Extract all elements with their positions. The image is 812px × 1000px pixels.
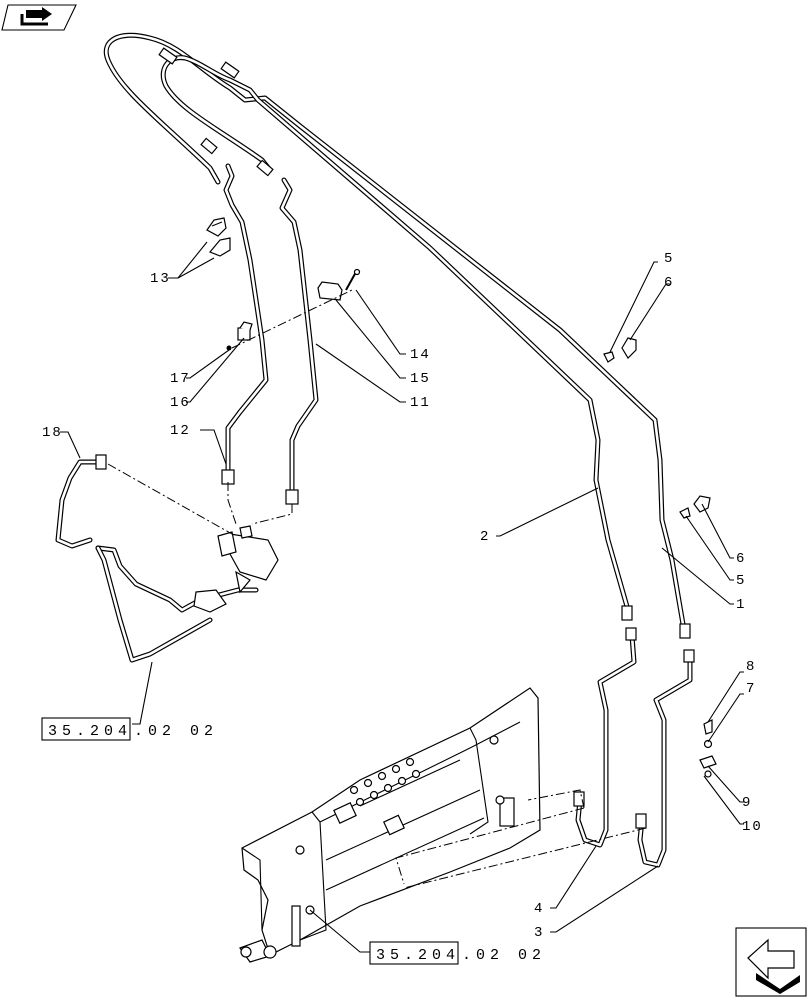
bolt-17 — [226, 345, 232, 351]
callout-7: 7 — [746, 681, 756, 697]
callout-5-lower: 5 — [736, 573, 746, 589]
next-page-arrow-icon[interactable] — [735, 927, 807, 997]
leader-lines — [60, 241, 744, 953]
hose-18 — [55, 454, 107, 549]
callout-11: 11 — [410, 395, 431, 411]
callout-14: 14 — [410, 347, 431, 363]
tube-12 — [221, 163, 269, 485]
callout-1: 1 — [736, 597, 746, 613]
clamp-13 — [206, 217, 231, 257]
reference-bottom[interactable]: 35.204 .02 02 — [369, 941, 546, 965]
tube-11 — [279, 177, 319, 505]
callout-13: 13 — [150, 271, 171, 287]
hose-1 — [103, 32, 687, 633]
reference-bottom-code[interactable]: 35.204 — [376, 947, 460, 964]
hose-2 — [160, 55, 631, 613]
callout-16: 16 — [170, 395, 191, 411]
callout-5-upper: 5 — [664, 251, 674, 267]
callout-12: 12 — [170, 423, 191, 439]
callout-9: 9 — [742, 795, 752, 811]
hose-4 — [573, 627, 637, 848]
reference-bottom-suffix[interactable]: .02 02 — [462, 947, 546, 964]
frame-holes — [349, 757, 421, 807]
fitting-7-8-9-10 — [699, 719, 717, 778]
callout-2: 2 — [480, 529, 490, 545]
hose-3 — [635, 649, 695, 868]
reference-left-code[interactable]: 35.204 — [48, 723, 132, 740]
callout-6-upper: 6 — [664, 275, 674, 291]
callout-18: 18 — [42, 425, 63, 441]
clamp-5-6-upper — [603, 337, 637, 363]
book-arrow-icon[interactable] — [1, 4, 77, 31]
valve-assembly — [95, 525, 279, 663]
quick-attach-frame — [239, 687, 541, 963]
clamp-15 — [317, 281, 343, 301]
clamp-5-6-lower — [679, 495, 711, 519]
hose-fittings-top — [158, 47, 691, 639]
bolt-14 — [345, 268, 361, 291]
reference-left-suffix[interactable]: .02 02 — [134, 723, 218, 740]
reference-left[interactable]: 35.204 .02 02 — [41, 717, 218, 741]
clamp-16 — [237, 321, 253, 341]
callout-labels: 13 14 15 11 17 16 12 18 5 6 2 6 5 1 8 7 … — [42, 251, 763, 941]
callout-17: 17 — [170, 371, 191, 387]
callout-8: 8 — [746, 659, 756, 675]
callout-3: 3 — [534, 925, 544, 941]
assembly-lines — [107, 289, 647, 889]
callout-6-lower: 6 — [736, 551, 746, 567]
callout-10: 10 — [742, 819, 763, 835]
callout-4: 4 — [534, 901, 544, 917]
callout-15: 15 — [410, 371, 431, 387]
